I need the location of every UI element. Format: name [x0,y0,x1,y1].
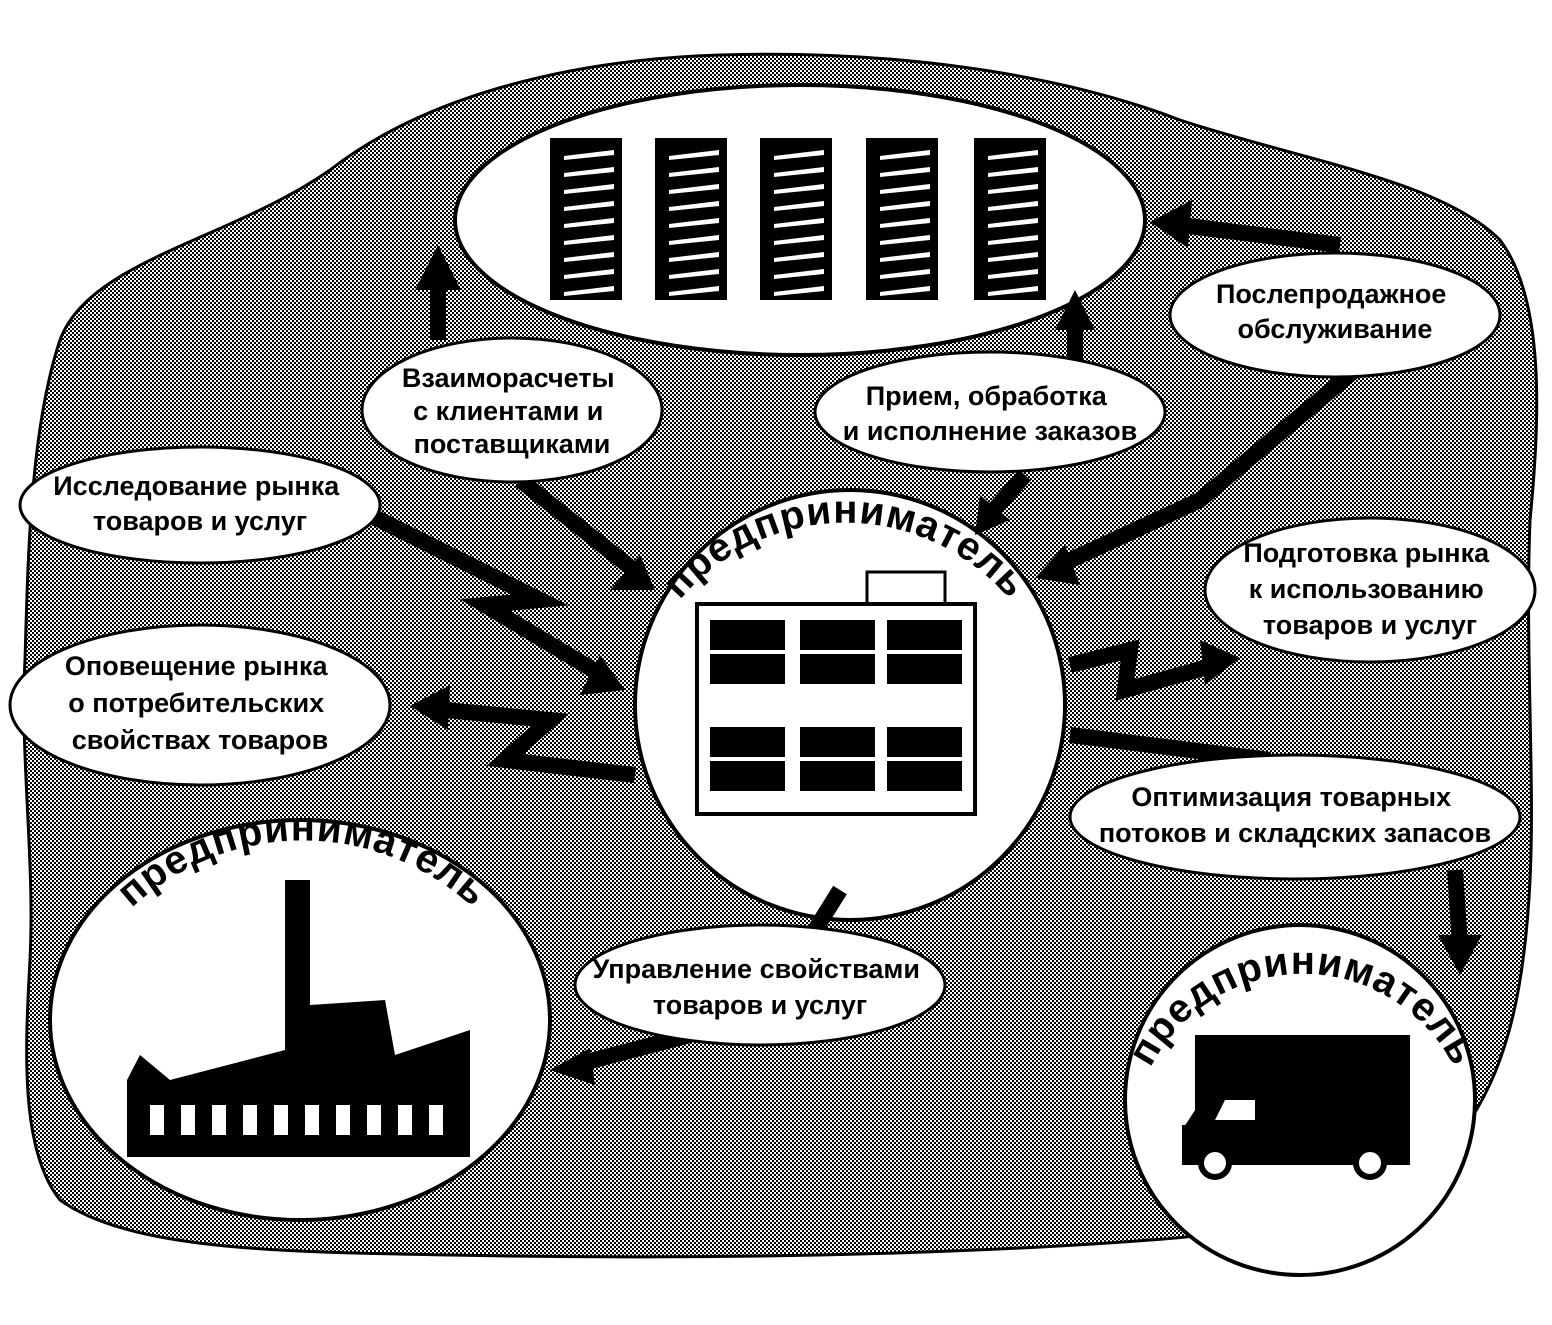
svg-text:Послепродажное обслужива: Послепродажное обслуживание [1216,279,1454,344]
center-entrepreneur-node: предприниматель [633,488,1067,922]
warehouse-shelves-icon [550,138,1046,300]
arrowhead [1150,200,1192,248]
factory-icon [127,880,470,1157]
warehouse-node [453,83,1147,357]
function-settlements: Взаиморасчеты с клиентами и поставщиками [360,336,664,484]
arrowhead [1035,545,1080,585]
arrow-after-sales-to-warehouse [1179,217,1341,253]
arrow-research-to-center [366,507,615,687]
arrow-optimization-to-truck [1447,869,1468,946]
svg-text:Оптимизация товарных пот: Оптимизация товарных потоков и складских… [1099,782,1491,848]
arrowhead [550,1048,595,1085]
function-notification: Оповещение рынка о потребительских свойс… [8,623,392,787]
svg-text:Подготовка рынка к испол: Подготовка рынка к использованию товаров… [1243,538,1496,640]
arrow-after-sales-to-center [1056,363,1361,573]
arrowhead [975,495,1010,535]
svg-text:Исследование рынка товар: Исследование рынка товаров и услуг [53,471,346,536]
arrowhead [410,685,450,730]
arrowhead [610,555,655,590]
truck-icon [1182,1035,1410,1180]
svg-text:Взаиморасчеты с клиентам: Взаиморасчеты с клиентами и поставщиками [402,363,622,459]
arrowhead [1438,935,1482,975]
function-market-prep: Подготовка рынка к использованию товаров… [1203,516,1537,664]
function-market-research: Исследование рынка товаров и услуг [18,445,382,565]
function-after-sales: Послепродажное обслуживание [1168,251,1502,379]
flow-arrows [366,217,1468,1073]
arrow-heads [410,200,1482,1085]
arrowhead [415,245,461,290]
arrow-center-to-market-prep [1068,639,1218,701]
svg-text:Прием, обработка и испол: Прием, обработка и исполнение заказов [843,381,1138,446]
arrowhead [580,655,625,695]
function-properties: Управление свойствами товаров и услуг [573,923,947,1047]
svg-text:Управление свойствами то: Управление свойствами товаров и услуг [593,954,928,1020]
svg-text:Оповещение рынка о потре: Оповещение рынка о потребительских свойс… [65,651,335,755]
office-building-icon [695,570,977,816]
function-optimization: Оптимизация товарных потоков и складских… [1068,753,1522,881]
arrow-center-to-properties [808,885,847,935]
arrow-properties-to-factory [572,1027,693,1073]
function-orders: Прием, обработка и исполнение заказов [813,350,1167,474]
arrowhead [1200,640,1240,685]
arrow-center-to-notification [444,702,636,783]
arrowhead [1055,290,1095,330]
arrow-settlements-to-center [515,473,645,582]
factory-entrepreneur-node: предприниматель [48,806,552,1222]
